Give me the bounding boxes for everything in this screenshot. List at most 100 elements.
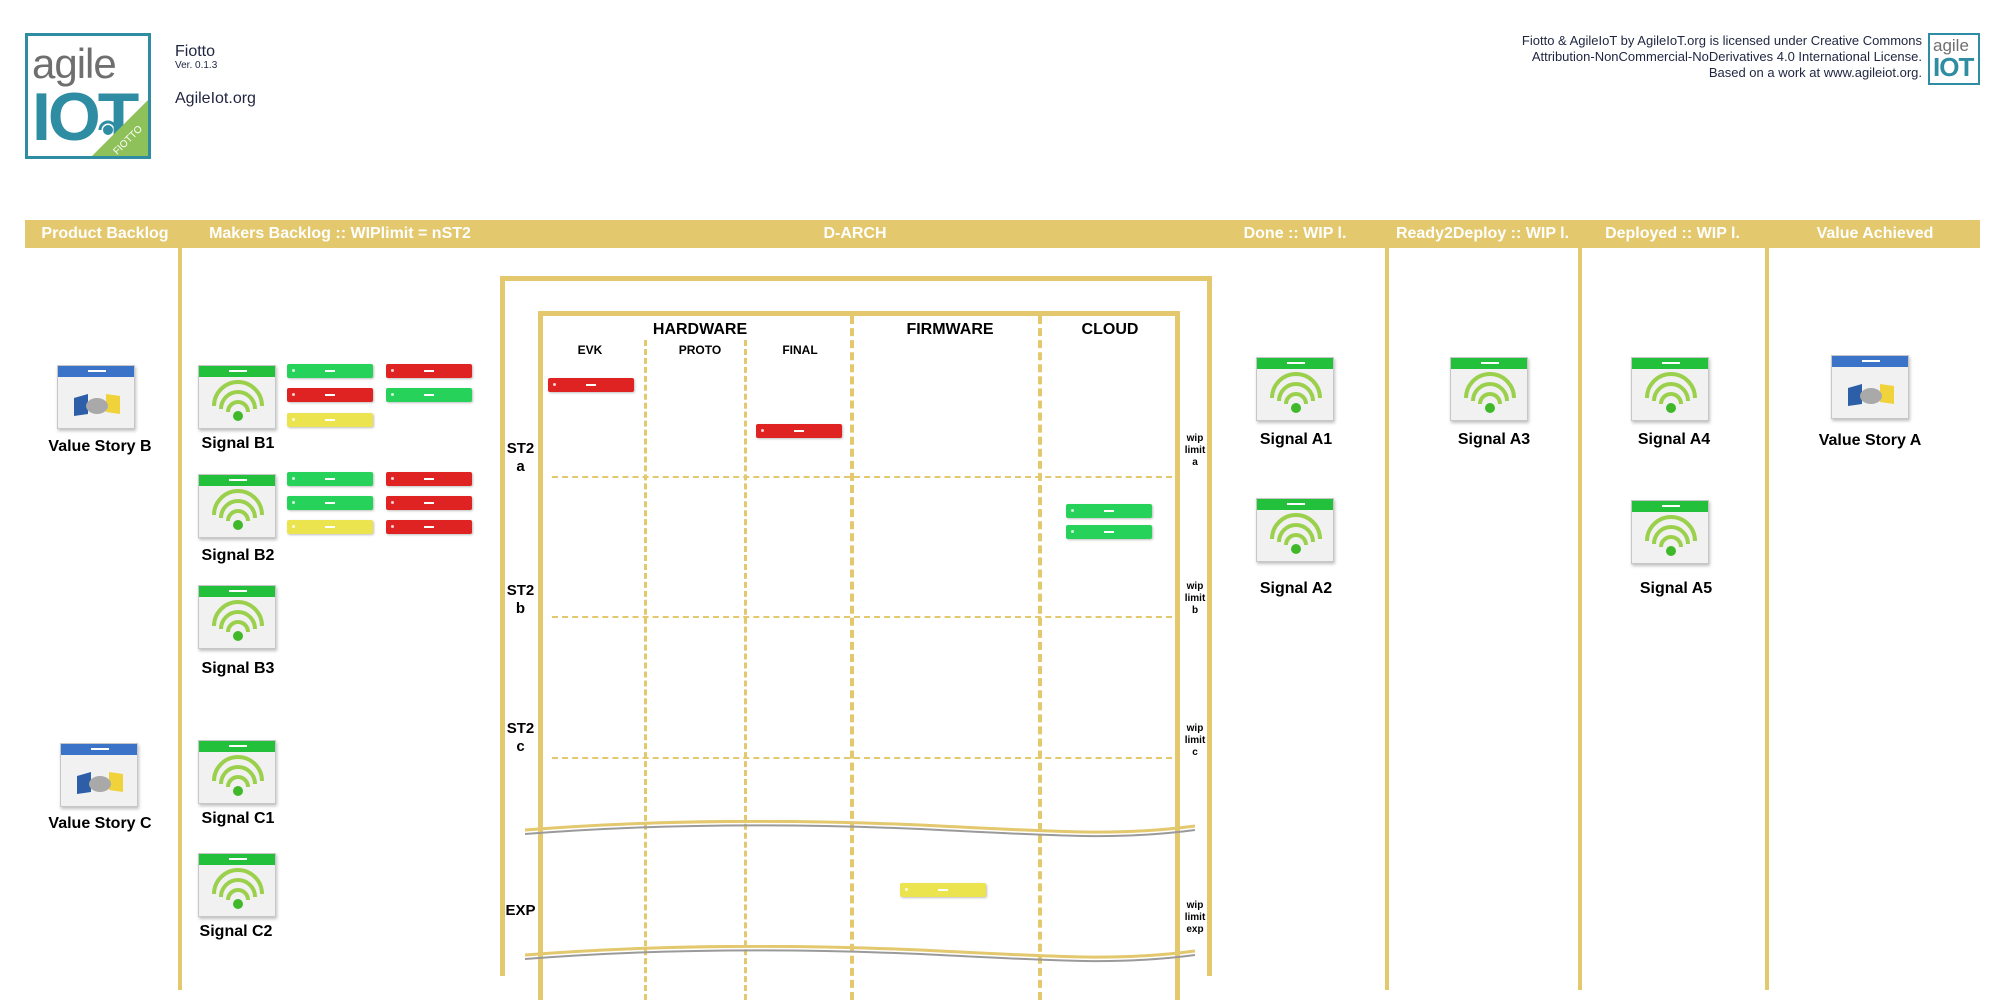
signal-label: Signal B1 bbox=[201, 435, 275, 452]
signal-card[interactable] bbox=[198, 740, 276, 804]
divider-deployed-value bbox=[1765, 248, 1769, 990]
signal-card[interactable] bbox=[1450, 357, 1528, 421]
divider-ready-deployed bbox=[1578, 248, 1582, 990]
divider-done-ready bbox=[1385, 248, 1389, 990]
logo-ribbon bbox=[92, 100, 148, 156]
card-header bbox=[199, 741, 275, 752]
stage-divider-proto-final bbox=[744, 340, 747, 1000]
row-divider-b bbox=[552, 616, 1172, 618]
agileiot-small-logo: agile IOT bbox=[1928, 33, 1980, 85]
signal-card[interactable] bbox=[1631, 357, 1709, 421]
darch-frame-left bbox=[500, 276, 505, 976]
ticket-b1-green-1[interactable] bbox=[287, 364, 373, 378]
wifi-signal-icon bbox=[212, 489, 264, 530]
ticket-red-final-st2a[interactable] bbox=[756, 424, 842, 438]
handshake-icon bbox=[77, 772, 123, 794]
value-story-card[interactable] bbox=[57, 365, 135, 429]
wifi-signal-icon bbox=[212, 868, 264, 909]
signal-card[interactable] bbox=[1256, 357, 1334, 421]
wifi-signal-icon bbox=[212, 755, 264, 796]
value-story-label: Value Story A bbox=[1818, 432, 1922, 449]
darch-grid-right bbox=[1175, 311, 1180, 1000]
signal-card[interactable] bbox=[198, 365, 276, 429]
darch-frame-right bbox=[1207, 276, 1212, 976]
group-divider-hw-fw bbox=[850, 316, 854, 1000]
wifi-signal-icon bbox=[1464, 372, 1516, 413]
row-divider-a bbox=[552, 476, 1172, 478]
ticket-b2-red-1[interactable] bbox=[386, 472, 472, 486]
signal-label: Signal B2 bbox=[201, 547, 275, 564]
value-story-card[interactable] bbox=[1831, 355, 1909, 419]
ticket-b1-yellow-1[interactable] bbox=[287, 413, 373, 427]
ticket-b2-red-3[interactable] bbox=[386, 520, 472, 534]
card-header bbox=[1257, 358, 1333, 369]
signal-label: Signal A4 bbox=[1637, 431, 1711, 448]
signal-card[interactable] bbox=[198, 474, 276, 538]
signal-label: Signal A2 bbox=[1259, 580, 1333, 597]
handshake-icon bbox=[74, 394, 120, 416]
signal-card[interactable] bbox=[198, 585, 276, 649]
card-header bbox=[1632, 358, 1708, 369]
signal-card[interactable] bbox=[198, 853, 276, 917]
ticket-b2-green-2[interactable] bbox=[287, 496, 373, 510]
ticket-red-evk-st2a[interactable] bbox=[548, 378, 634, 392]
card-header bbox=[199, 854, 275, 865]
handshake-icon bbox=[1848, 384, 1894, 406]
group-cloud: CLOUD bbox=[1081, 321, 1139, 338]
wifi-signal-icon bbox=[1270, 372, 1322, 413]
agileiot-logo: agile IOT FIOTTO bbox=[25, 33, 151, 159]
card-header bbox=[199, 475, 275, 486]
signal-card[interactable] bbox=[1256, 498, 1334, 562]
signal-label: Signal C1 bbox=[201, 810, 275, 827]
signal-label: Signal A3 bbox=[1457, 431, 1531, 448]
group-divider-fw-cloud bbox=[1038, 316, 1042, 1000]
ticket-yellow-firmware-exp[interactable] bbox=[900, 883, 986, 897]
wifi-signal-icon bbox=[212, 380, 264, 421]
ticket-b1-red-1[interactable] bbox=[287, 388, 373, 402]
column-deployed: Deployed :: WIP l. bbox=[1605, 225, 1740, 242]
row-divider-c bbox=[552, 757, 1172, 759]
value-story-label: Value Story B bbox=[48, 438, 152, 455]
divider-product-makers bbox=[178, 248, 182, 990]
card-header bbox=[199, 586, 275, 597]
wifi-signal-icon bbox=[212, 600, 264, 641]
signal-label: Signal A5 bbox=[1639, 580, 1713, 597]
wifi-signal-icon bbox=[1270, 513, 1322, 554]
group-firmware: FIRMWARE bbox=[906, 321, 994, 338]
darch-frame-top bbox=[500, 276, 1212, 281]
column-value-achieved: Value Achieved bbox=[1816, 225, 1934, 242]
card-header bbox=[1257, 499, 1333, 510]
ticket-b1-green-2[interactable] bbox=[386, 388, 472, 402]
ticket-b2-green-1[interactable] bbox=[287, 472, 373, 486]
signal-card[interactable] bbox=[1631, 500, 1709, 564]
card-header bbox=[1451, 358, 1527, 369]
card-header bbox=[58, 366, 134, 377]
signal-label: Signal B3 bbox=[201, 660, 275, 677]
card-header bbox=[61, 744, 137, 755]
darch-grid-top bbox=[538, 311, 1180, 316]
site-link[interactable]: AgileIot.org bbox=[175, 90, 256, 107]
column-d-arch: D-ARCH bbox=[823, 225, 887, 242]
value-story-card[interactable] bbox=[60, 743, 138, 807]
row-label-exp: EXP bbox=[505, 902, 536, 919]
ticket-b2-yellow-1[interactable] bbox=[287, 520, 373, 534]
stage-divider-evk-proto bbox=[644, 340, 647, 1000]
stage-proto: PROTO bbox=[678, 343, 722, 357]
column-header-bar bbox=[25, 220, 1980, 248]
ticket-green-cloud-2[interactable] bbox=[1066, 525, 1152, 539]
value-story-label: Value Story C bbox=[48, 815, 152, 832]
ticket-b2-red-2[interactable] bbox=[386, 496, 472, 510]
ticket-b1-red-2[interactable] bbox=[386, 364, 472, 378]
card-header bbox=[1632, 501, 1708, 512]
card-header bbox=[199, 366, 275, 377]
darch-grid-left bbox=[538, 311, 543, 1000]
ticket-green-cloud-1[interactable] bbox=[1066, 504, 1152, 518]
card-header bbox=[1832, 356, 1908, 367]
column-product-backlog: Product Backlog bbox=[41, 225, 169, 242]
